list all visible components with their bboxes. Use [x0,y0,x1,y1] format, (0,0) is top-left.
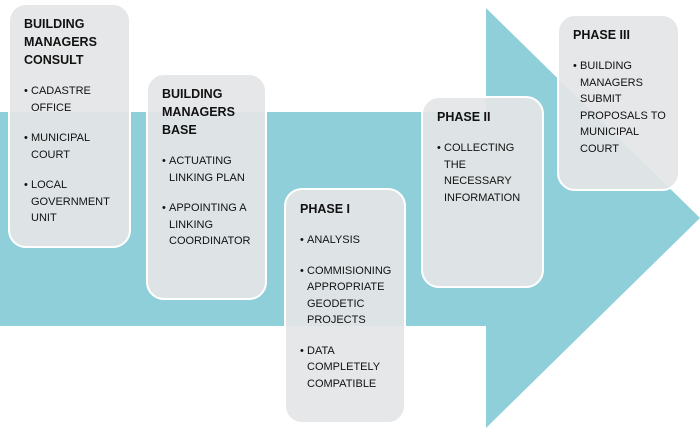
list-item-text: CADASTRE OFFICE [31,85,91,114]
list-item: •DATA COMPLETELY COMPATIBLE [300,344,381,390]
bullet-list: •ANALYSIS •COMMISIONING APPROPRIATE GEOD… [300,232,394,392]
list-item: •APPOINTING A LINKING COORDINATOR [162,202,251,247]
list-item: •MUNICIPAL COURT [24,132,91,161]
box-title: PHASE III [573,28,630,42]
list-item-text: COMMISIONING APPROPRIATE GEODETIC PROJEC… [307,264,392,327]
list-item-text: LOCAL GOVERNMENT UNIT [31,179,110,224]
bullet-list: •COLLECTING THE NECESSARY INFORMATION [437,140,532,206]
phase-2-box: PHASE II •COLLECTING THE NECESSARY INFOR… [421,96,544,288]
list-item: •COMMISIONING APPROPRIATE GEODETIC PROJE… [300,264,392,327]
bullet-list: •BUILDING MANAGERS SUBMIT PROPOSALS TO M… [573,58,668,157]
list-item: •COLLECTING THE NECESSARY INFORMATION [437,142,521,204]
bullet-list: •CADASTRE OFFICE •MUNICIPAL COURT •LOCAL… [24,83,119,227]
building-managers-consult-box: BUILDING MANAGERS CONSULT •CADASTRE OFFI… [8,3,131,248]
list-item: •CADASTRE OFFICE [24,85,91,114]
list-item: •LOCAL GOVERNMENT UNIT [24,179,110,224]
building-managers-base-box: BUILDING MANAGERS BASE •ACTUATING LINKIN… [146,73,267,300]
list-item-text: COLLECTING THE NECESSARY INFORMATION [444,142,521,204]
box-title: BUILDING MANAGERS CONSULT [24,17,97,67]
list-item-text: APPOINTING A LINKING COORDINATOR [169,202,251,247]
box-title: BUILDING MANAGERS BASE [162,87,235,137]
list-item: •ACTUATING LINKING PLAN [162,155,245,184]
list-item-text: MUNICIPAL COURT [31,132,91,161]
list-item-text: BUILDING MANAGERS SUBMIT PROPOSALS TO MU… [580,60,666,155]
list-item: •ANALYSIS [300,234,360,246]
list-item-text: ANALYSIS [307,234,360,246]
box-title: PHASE II [437,110,491,124]
box-title: PHASE I [300,202,351,216]
phase-3-box: PHASE III •BUILDING MANAGERS SUBMIT PROP… [557,14,680,191]
phase-1-box: PHASE I •ANALYSIS •COMMISIONING APPROPRI… [284,188,406,424]
list-item: •BUILDING MANAGERS SUBMIT PROPOSALS TO M… [573,60,666,155]
list-item-text: DATA COMPLETELY COMPATIBLE [307,344,381,390]
list-item-text: ACTUATING LINKING PLAN [169,155,245,184]
bullet-list: •ACTUATING LINKING PLAN •APPOINTING A LI… [162,153,255,250]
